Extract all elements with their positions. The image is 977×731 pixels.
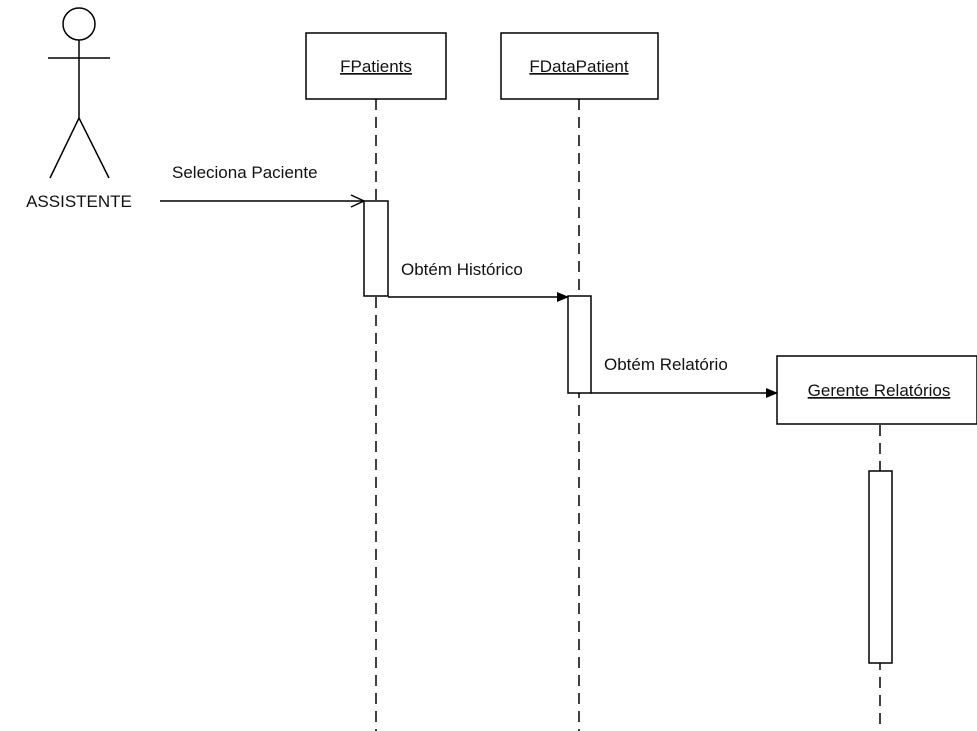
activation-bar-gerente (868, 470, 893, 664)
object-box-fdatapatient (500, 32, 659, 100)
object-box-fpatients (305, 32, 447, 100)
activation-bar-fpatients (363, 200, 389, 297)
object-label-fdatapatient: FDataPatient (529, 57, 628, 76)
actor-right-leg (78, 117, 110, 179)
message-label-historico: Obtém Histórico (401, 260, 523, 279)
actor-head (62, 7, 96, 41)
actor-left-leg (49, 117, 80, 179)
message-label-relatorio: Obtém Relatório (604, 355, 728, 374)
object-label-gerente: Gerente Relatórios (808, 381, 951, 400)
activation-bar-fdatapatient (567, 295, 592, 394)
message-label-seleciona: Seleciona Paciente (172, 163, 318, 182)
actor-assistente (48, 7, 110, 179)
open-arrowhead-seleciona (350, 194, 366, 208)
object-box-gerente (776, 355, 977, 425)
object-label-fpatients: FPatients (340, 57, 412, 76)
actor-label: ASSISTENTE (26, 192, 132, 211)
